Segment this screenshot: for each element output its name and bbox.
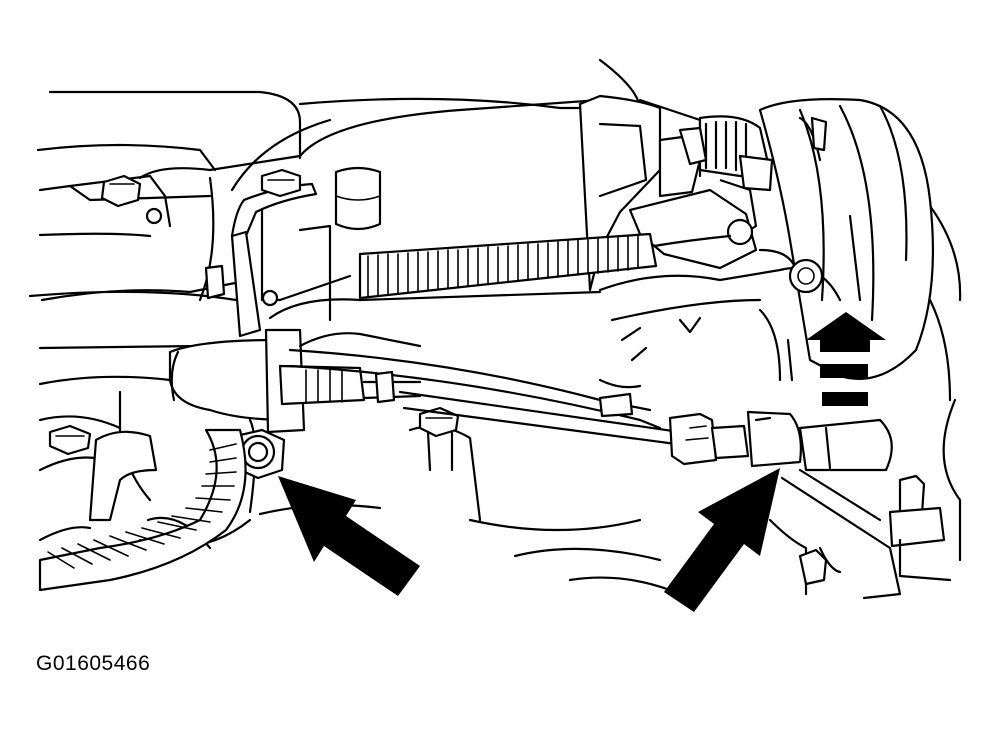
callout-arrow-right — [664, 468, 780, 612]
engine-background — [36, 58, 962, 562]
return-spring — [261, 232, 732, 307]
throttle-body — [578, 94, 935, 389]
wire-harness — [38, 428, 247, 592]
bolts — [48, 166, 952, 582]
throttle-cable-bracket — [204, 182, 318, 338]
sensor-assembly — [168, 328, 893, 472]
callout-arrow-left — [278, 476, 420, 596]
support-bracket — [768, 468, 902, 600]
direction-arrow-up — [806, 312, 886, 406]
figure-code: G01605466 — [36, 652, 151, 675]
